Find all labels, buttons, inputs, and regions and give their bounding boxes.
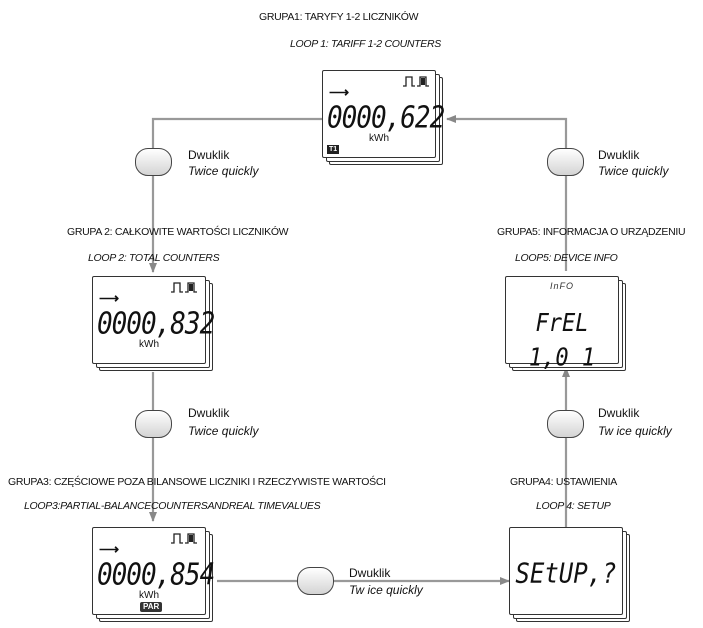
double-click-button-5-to-1[interactable]	[547, 148, 584, 176]
pulse-icon	[185, 282, 197, 293]
group1-title: GRUPA1: TARYFY 1-2 LICZNIKÓW	[259, 11, 419, 23]
info-label: InFO	[549, 281, 574, 291]
pulse-icon	[417, 76, 429, 87]
loop2-title: LOOP 2: TOTAL COUNTERS	[88, 252, 220, 264]
double-click-button-3-to-4[interactable]	[297, 567, 334, 595]
loop1-title: LOOP 1: TARIFF 1-2 COUNTERS	[290, 38, 441, 50]
loop5-title: LOOP5: DEVICE INFO	[515, 252, 618, 264]
transition-sub-label: Twice quickly	[188, 424, 259, 438]
double-click-button-4-to-5[interactable]	[547, 410, 584, 438]
tariff-badge: T1	[327, 145, 340, 154]
group3-title: GRUPA3: CZĘŚCIOWE POZA BILANSOWE LICZNIK…	[8, 476, 386, 488]
transition-sub-label: Twice quickly	[598, 164, 669, 178]
right-arrow-icon: ⟶	[99, 541, 120, 557]
display-unit: kWh	[369, 133, 389, 144]
display-value: 0000,832	[97, 307, 215, 342]
pulse-icon	[171, 533, 183, 544]
display-unit: kWh	[139, 339, 159, 350]
meter-display-loop1: ⟶ 0000,622 kWh T1	[322, 70, 445, 165]
transition-sub-label: Tw ice quickly	[598, 424, 672, 438]
transition-label: Dwuklik	[188, 406, 230, 420]
par-badge: PAR	[140, 602, 163, 612]
meter-display-loop4: SEtUP,?	[509, 527, 630, 622]
double-click-button-2-to-3[interactable]	[135, 410, 172, 438]
pulse-icon	[171, 282, 183, 293]
transition-label: Dwuklik	[188, 148, 230, 162]
loop3-title: LOOP3:PARTIAL-BALANCECOUNTERSANDREAL TIM…	[24, 500, 321, 512]
display-value: 0000,622	[327, 101, 445, 136]
transition-label: Dwuklik	[349, 566, 391, 580]
meter-display-loop5: InFO FrEL 1,0 1	[505, 276, 626, 373]
pulse-icon	[403, 76, 415, 87]
display-value: SEtUP,?	[515, 557, 617, 590]
meter-display-loop2: ⟶ 0000,832 kWh	[92, 276, 215, 371]
display-unit: kWh	[139, 590, 159, 601]
connector-1-to-2	[149, 117, 324, 273]
meter-display-loop3: ⟶ 0000,854 kWh PAR	[92, 527, 215, 622]
group2-title: GRUPA 2: CAŁKOWITE WARTOŚCI LICZNIKÓW	[67, 226, 289, 238]
connector-5-to-1	[446, 115, 568, 271]
transition-label: Dwuklik	[598, 406, 640, 420]
loop4-title: LOOP 4: SETUP	[536, 500, 611, 512]
transition-sub-label: Tw ice quickly	[349, 583, 423, 597]
pulse-icon	[185, 533, 197, 544]
display-value: 0000,854	[97, 558, 215, 593]
right-arrow-icon: ⟶	[99, 290, 120, 306]
right-arrow-icon: ⟶	[329, 84, 350, 100]
display-value: FrEL 1,0 1	[528, 309, 596, 373]
transition-label: Dwuklik	[598, 148, 640, 162]
group4-title: GRUPA4: USTAWIENIA	[510, 476, 618, 488]
group5-title: GRUPA5: INFORMACJA O URZĄDZENIU	[497, 226, 686, 238]
transition-sub-label: Twice quickly	[188, 164, 259, 178]
double-click-button-1-to-2[interactable]	[135, 148, 172, 176]
